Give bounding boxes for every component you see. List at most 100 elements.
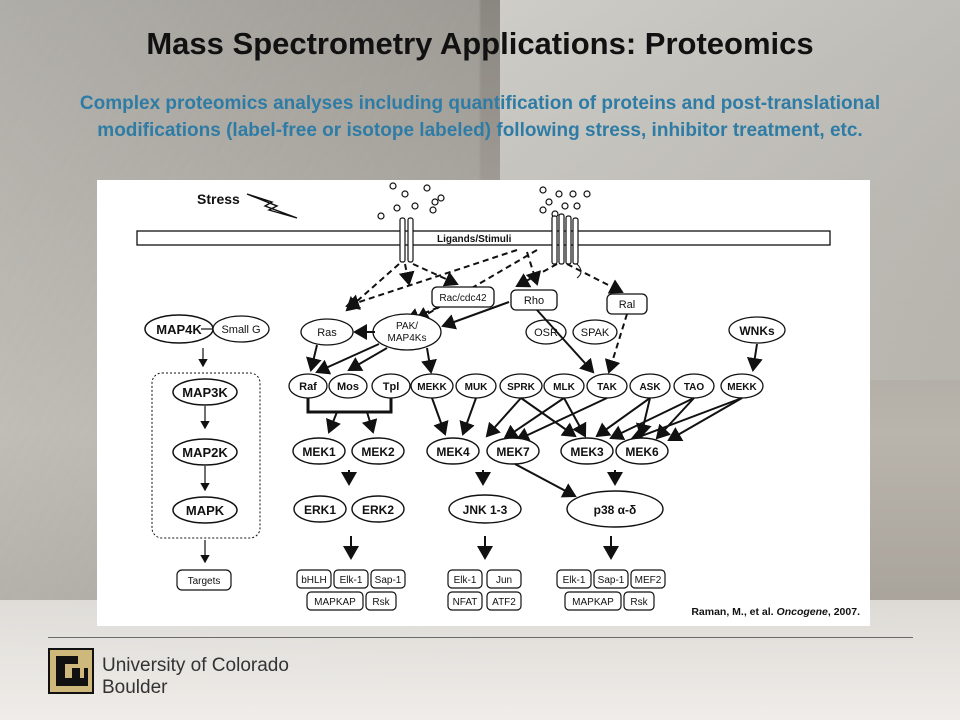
sap1-label: Sap-1 (375, 575, 402, 586)
osr-label: OSR (534, 327, 558, 339)
mek3-node (560, 437, 614, 465)
erk-targets: bHLH Elk-1 Sap-1 MAPKAP Rsk (296, 569, 406, 611)
arrows-map3k-map2k (326, 397, 743, 444)
stress-label: Stress (197, 191, 240, 207)
raf-label: Raf (299, 381, 317, 393)
lightning-icon (246, 193, 298, 219)
erk1-label: ERK1 (304, 503, 336, 517)
citation-journal: Oncogene (776, 606, 828, 618)
ask-label: ASK (639, 382, 661, 393)
map3k-row: Raf Mos Tpl MEKK MUK SPRK MLK TAK ASK TA… (288, 373, 764, 399)
map2k-row: MEK1 MEK2 MEK4 MEK7 MEK3 MEK6 (292, 437, 669, 465)
pathway-diagram: Stress Ligands/Stimuli (136, 182, 831, 611)
bhlh-box (296, 569, 332, 589)
pak-node (372, 313, 442, 351)
cu-logo-icon (48, 648, 94, 694)
ral-label: Ral (619, 299, 636, 311)
targets-node (176, 569, 232, 591)
mek2-node (351, 437, 405, 465)
wnks-node (728, 316, 786, 344)
mapk-cascade-box (151, 372, 261, 539)
figure-citation: Raman, M., et al. Oncogene, 2007. (691, 606, 860, 618)
mos-node (328, 373, 368, 399)
p38-targets: Elk-1 Sap-1 MEF2 MAPKAP Rsk (556, 569, 666, 611)
elk1-p38-box (556, 569, 592, 589)
nfat-box (447, 591, 483, 611)
mek4-label: MEK4 (436, 445, 470, 459)
footer-divider (48, 637, 913, 638)
elk1-jnk-label: Elk-1 (454, 575, 477, 586)
nfat-label: NFAT (453, 597, 478, 608)
muk-label: MUK (465, 382, 489, 393)
rsk-p38-box (623, 591, 655, 611)
mapkap-box (306, 591, 364, 611)
elk1-p38-label: Elk-1 (563, 575, 586, 586)
mek7-label: MEK7 (496, 445, 530, 459)
wnks-label: WNKs (739, 324, 775, 338)
atf2-box (486, 591, 522, 611)
mlk-label: MLK (553, 382, 575, 393)
arrows-map2k-mapk (341, 463, 623, 498)
sap1-p38-box (593, 569, 629, 589)
university-line1: University of Colorado (102, 655, 289, 676)
atf2-label: ATF2 (492, 597, 516, 608)
dashed-arrows-membrane (345, 249, 624, 323)
rac-node (431, 286, 495, 308)
elk1-box (333, 569, 369, 589)
elk1-jnk-box (447, 569, 483, 589)
spak-label: SPAK (581, 327, 610, 339)
mapk-node (172, 496, 238, 524)
jnk-label: JNK 1-3 (463, 503, 508, 517)
map4k-label: MAP4K (156, 322, 202, 337)
slide-subtitle: Complex proteomics analyses including qu… (79, 93, 881, 141)
sap1-box (370, 569, 406, 589)
mapk-label: MAPK (186, 503, 225, 518)
pak-label-line2: MAP4Ks (388, 333, 427, 344)
mek2-label: MEK2 (361, 445, 395, 459)
mek4-node (426, 437, 480, 465)
spak-node (572, 319, 618, 345)
mekk2-label: MEKK (727, 382, 757, 393)
rho-node (510, 289, 558, 311)
mek3-label: MEK3 (570, 445, 604, 459)
p38-label: p38 α-δ (594, 503, 637, 517)
mek1-label: MEK1 (302, 445, 336, 459)
p38-node (566, 490, 664, 528)
mapkap-p38-box (564, 591, 622, 611)
mef2-box (630, 569, 666, 589)
raf-mos-tpl-bracket (306, 398, 393, 414)
map2k-node (172, 438, 238, 466)
mek1-node (292, 437, 346, 465)
jnk-targets: Elk-1 Jun NFAT ATF2 (447, 569, 522, 611)
rac-label: Rac/cdc42 (439, 293, 487, 304)
erk1-node (293, 495, 347, 523)
mek6-label: MEK6 (625, 445, 659, 459)
elk1-label: Elk-1 (340, 575, 363, 586)
membrane-label: Ligands/Stimuli (437, 234, 512, 245)
mos-label: Mos (337, 381, 359, 393)
pak-label-line1: PAK/ (396, 321, 418, 332)
citation-suffix: , 2007. (827, 606, 860, 618)
rho-label: Rho (524, 295, 544, 307)
map3k-node (172, 378, 238, 406)
mef2-label: MEF2 (635, 575, 662, 586)
tao-label: TAO (684, 382, 705, 393)
university-line2: Boulder (102, 677, 168, 698)
tak-label: TAK (597, 382, 618, 393)
map2k-label: MAP2K (182, 445, 228, 460)
small-g-label: Small G (221, 324, 260, 336)
rsk-box (365, 591, 397, 611)
mapkap-label: MAPKAP (314, 597, 356, 608)
solid-arrows-upstream (306, 301, 763, 375)
targets-label: Targets (188, 576, 221, 587)
arrows-mapk-targets (343, 536, 619, 560)
ras-label: Ras (317, 327, 337, 339)
cell-membrane (136, 230, 831, 246)
rsk-label: Rsk (372, 597, 390, 608)
jun-label: Jun (496, 575, 512, 586)
tpl-label: Tpl (383, 381, 400, 393)
university-name: University of Colorado Boulder (102, 655, 289, 699)
mekk-label: MEKK (417, 382, 447, 393)
mapk-pathway-figure: Stress Ligands/Stimuli (97, 180, 870, 626)
sprk-label: SPRK (507, 382, 536, 393)
